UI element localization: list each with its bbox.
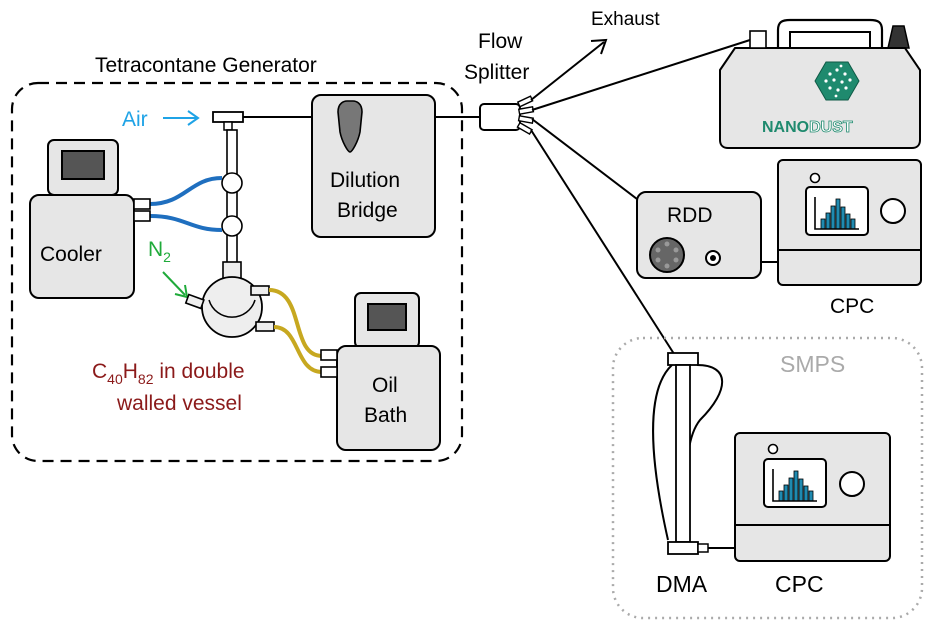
- cooling-tubes: [149, 176, 223, 232]
- n2-label: N2: [148, 238, 171, 265]
- smps-boundary: [611, 336, 924, 620]
- vessel-label-line1: C40H82 in double: [92, 360, 245, 387]
- dilution-bridge: [311, 94, 436, 238]
- cpc-bottom-device: [734, 432, 891, 562]
- cooler-label: Cooler: [40, 243, 102, 266]
- nanodust-device: [719, 18, 921, 149]
- dma-label: DMA: [656, 571, 708, 597]
- splitter-lines: [530, 39, 751, 358]
- nanodust-brand: NANODUST: [762, 119, 853, 136]
- double-walled-vessel: [184, 261, 275, 338]
- cpc-bottom-label: CPC: [775, 571, 824, 597]
- t-fitting: [212, 111, 244, 123]
- air-arrow: [163, 110, 200, 126]
- condenser-column: [221, 129, 243, 271]
- oil-bath-label-line2: Bath: [364, 404, 407, 427]
- flow-splitter: [479, 103, 521, 131]
- dilution-label-line1: Dilution: [330, 169, 400, 192]
- oil-bath-label-line1: Oil: [372, 374, 398, 397]
- flow-splitter-label-line2: Splitter: [464, 61, 529, 84]
- flow-splitter-label-line1: Flow: [478, 30, 523, 53]
- rdd-device: [636, 191, 762, 279]
- exhaust-label: Exhaust: [591, 9, 660, 30]
- nanodust-logo-icon: [814, 61, 860, 101]
- cooler-device: [29, 139, 151, 299]
- exhaust-arrow: [530, 38, 608, 101]
- rdd-label: RDD: [667, 204, 713, 227]
- oil-tubes: [268, 288, 323, 374]
- vessel-label-line2: walled vessel: [116, 392, 242, 415]
- dilution-label-line2: Bridge: [337, 199, 398, 222]
- n2-arrow: [162, 271, 189, 299]
- dma-column: [652, 352, 724, 555]
- rdd-knob-icon: [649, 237, 685, 273]
- oil-bath-device: [320, 292, 441, 451]
- smps-label: SMPS: [780, 351, 845, 377]
- cpc-top-label: CPC: [830, 295, 874, 318]
- generator-title: Tetracontane Generator: [95, 54, 317, 77]
- cpc-top-device: [777, 159, 922, 286]
- air-label: Air: [122, 108, 148, 131]
- generator-boundary: [10, 81, 464, 463]
